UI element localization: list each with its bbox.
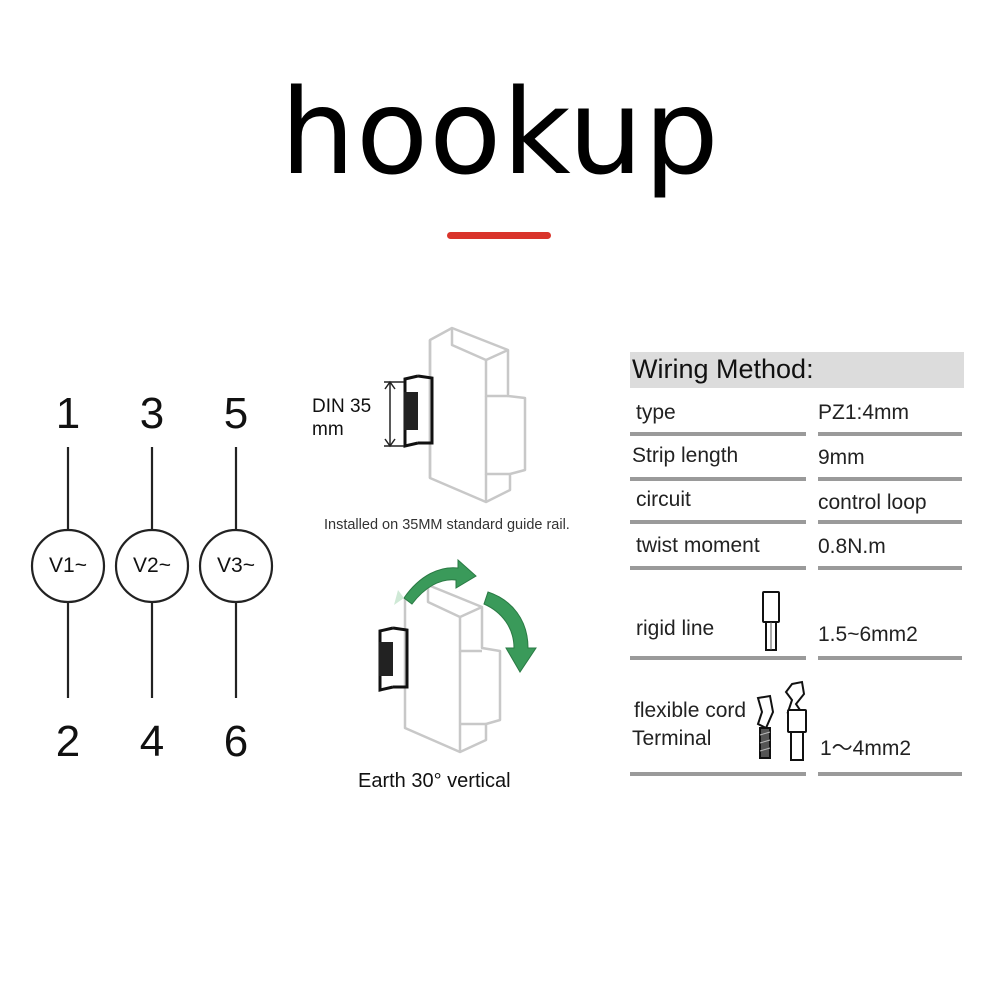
- terminal-number-1: 1: [55, 389, 81, 438]
- row-divider: [818, 477, 962, 481]
- coil-label-v1: V1~: [49, 554, 87, 577]
- row-flexible-cord-value: 1～4mm2: [820, 737, 912, 760]
- row-divider: [818, 566, 962, 570]
- row-flexible-cord-label-1: flexible cord: [634, 699, 747, 722]
- coil-v3-circle: [198, 528, 274, 604]
- coil-label-v3: V3~: [217, 554, 255, 577]
- row-twist-moment-label: twist moment: [636, 534, 760, 557]
- row-divider: [630, 566, 806, 570]
- terminal-number-3: 3: [139, 389, 165, 438]
- coil-v2-circle: [114, 528, 190, 604]
- din-rail-top-icon: [403, 374, 434, 448]
- din-rail-bottom-icon: [378, 626, 409, 692]
- terminal-number-5: 5: [223, 389, 249, 438]
- row-circuit-label: circuit: [636, 488, 691, 511]
- row-strip-length-label: Strip length: [632, 444, 739, 467]
- din-device-top-icon: [428, 326, 527, 504]
- coil-v1-circle: [30, 528, 106, 604]
- din-label-line-1: DIN 35: [312, 396, 372, 417]
- row-twist-moment-value: 0.8N.m: [818, 535, 886, 558]
- din-device-bottom-icon: [403, 583, 502, 754]
- rigid-ferrule-icon: [762, 591, 780, 651]
- din-dimension-icon: [384, 380, 404, 448]
- row-divider: [818, 432, 962, 436]
- row-divider: [630, 520, 806, 524]
- rotation-arrow-side-icon: [483, 591, 537, 673]
- row-divider: [818, 772, 962, 776]
- din-rail-size-label: DIN 35 mm: [312, 395, 392, 441]
- flexible-ferrule-icon: [784, 680, 807, 761]
- row-divider: [818, 520, 962, 524]
- row-divider: [630, 656, 806, 660]
- row-type-label: type: [636, 401, 676, 424]
- rotation-arrow-top-icon: [394, 558, 477, 605]
- din-label-line-2: mm: [312, 419, 344, 440]
- row-divider: [818, 656, 962, 660]
- wiring-method-header: Wiring Method:: [630, 352, 964, 388]
- terminal-number-6: 6: [223, 717, 249, 766]
- coil-label-v2: V2~: [133, 554, 171, 577]
- row-circuit-value: control loop: [818, 491, 927, 514]
- row-divider: [630, 477, 806, 481]
- terminal-number-4: 4: [139, 717, 165, 766]
- row-divider: [630, 432, 806, 436]
- wiring-method-title: Wiring Method:: [632, 354, 814, 384]
- row-rigid-line-value: 1.5~6mm2: [818, 623, 918, 646]
- page-title: hookup: [280, 63, 720, 201]
- row-flexible-cord-label-2: Terminal: [632, 727, 712, 750]
- row-type-value: PZ1:4mm: [818, 401, 910, 424]
- earth-caption: Earth 30° vertical: [358, 770, 511, 792]
- flexible-ferrule-wire-icon: [756, 694, 775, 759]
- rail-caption: Installed on 35MM standard guide rail.: [324, 517, 570, 533]
- terminal-number-2: 2: [55, 717, 81, 766]
- row-divider: [630, 772, 806, 776]
- title-underline: [447, 232, 551, 239]
- row-rigid-line-label: rigid line: [636, 617, 715, 640]
- row-strip-length-value: 9mm: [818, 446, 865, 469]
